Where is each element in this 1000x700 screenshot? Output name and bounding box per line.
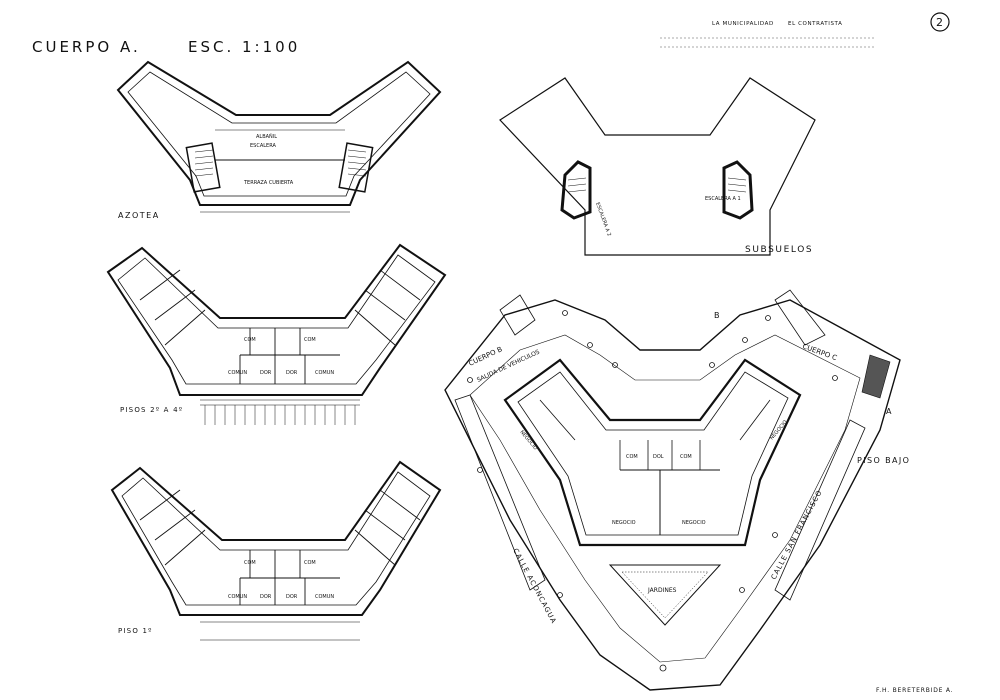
f24-room-com: COM — [244, 337, 256, 343]
f24-room-comun: COMUN — [228, 370, 247, 376]
f24-room-dor-2: DOR — [286, 370, 298, 376]
f1-room-com-2: COM — [304, 560, 316, 566]
garden-label: JARDINES — [647, 587, 677, 594]
author-signature: F.H. BERETERBIDE A. — [876, 687, 953, 694]
f1-room-comun-2: COMUN — [315, 594, 334, 600]
gf-com: COM — [626, 454, 638, 460]
f24-room-com-2: COM — [304, 337, 316, 343]
sheet-number-circle — [930, 12, 950, 32]
roof-terrace-bottom: TERRAZA CUBIERTA — [243, 180, 294, 186]
gf-negocio-1: NEGOCIO — [612, 520, 636, 526]
gf-com-2: COM — [680, 454, 692, 460]
roof-terrace-top: ESCALERA — [250, 143, 276, 149]
stair-a1-label: ESCALERA A 1 — [705, 196, 741, 202]
f1-room-dor-2: DOR — [286, 594, 298, 600]
ground-floor-plan: CUERPO B CUERPO C SALIDA DE VEHICULOS CA… — [444, 289, 910, 691]
floors-2-4-label: PISOS 2º A 4º — [120, 406, 183, 414]
basement-plan: ESCALERA A 2 ESCALERA A 1 SUBSUELOS — [499, 77, 816, 256]
gf-dol: DOL — [653, 454, 664, 460]
stair-a2-label: ESCALERA A 2 — [594, 202, 612, 238]
floors-2-4-plan: COM COM COMUN DOR DOR COMUN PISOS 2º A 4… — [106, 243, 447, 425]
section-marker-a: A — [886, 407, 892, 416]
cuerpo-b-label: CUERPO B — [467, 345, 503, 368]
f1-room-dor: DOR — [260, 594, 272, 600]
f24-room-comun-2: COMUN — [315, 370, 334, 376]
sheet-title: CUERPO A. — [32, 38, 141, 56]
sheet-number: 2 — [936, 16, 943, 29]
gf-negocio-2: NEGOCIO — [682, 520, 706, 526]
ground-floor-label: PISO BAJO — [857, 456, 910, 465]
f1-room-comun: COMUN — [228, 594, 247, 600]
f24-room-dor: DOR — [260, 370, 272, 376]
scale-label: ESC. 1:100 — [188, 38, 300, 56]
roof-plan-label: AZOTEA — [118, 211, 160, 220]
roof-stair-label: ALBAÑIL — [256, 133, 277, 140]
floor-1-label: PISO 1º — [118, 627, 153, 635]
cuerpo-c-label: CUERPO C — [801, 342, 838, 362]
basement-plan-label: SUBSUELOS — [745, 245, 813, 255]
authority-label: LA MUNICIPALIDAD — [712, 21, 774, 27]
section-marker-b: B — [714, 311, 720, 320]
floor-1-plan: COM COM COMUN DOR DOR COMUN PISO 1º — [110, 460, 442, 641]
contractor-label: EL CONTRATISTA — [788, 21, 842, 27]
roof-plan: ALBAÑIL ESCALERA TERRAZA CUBIERTA AZOTEA — [116, 60, 442, 220]
f1-room-com: COM — [244, 560, 256, 566]
